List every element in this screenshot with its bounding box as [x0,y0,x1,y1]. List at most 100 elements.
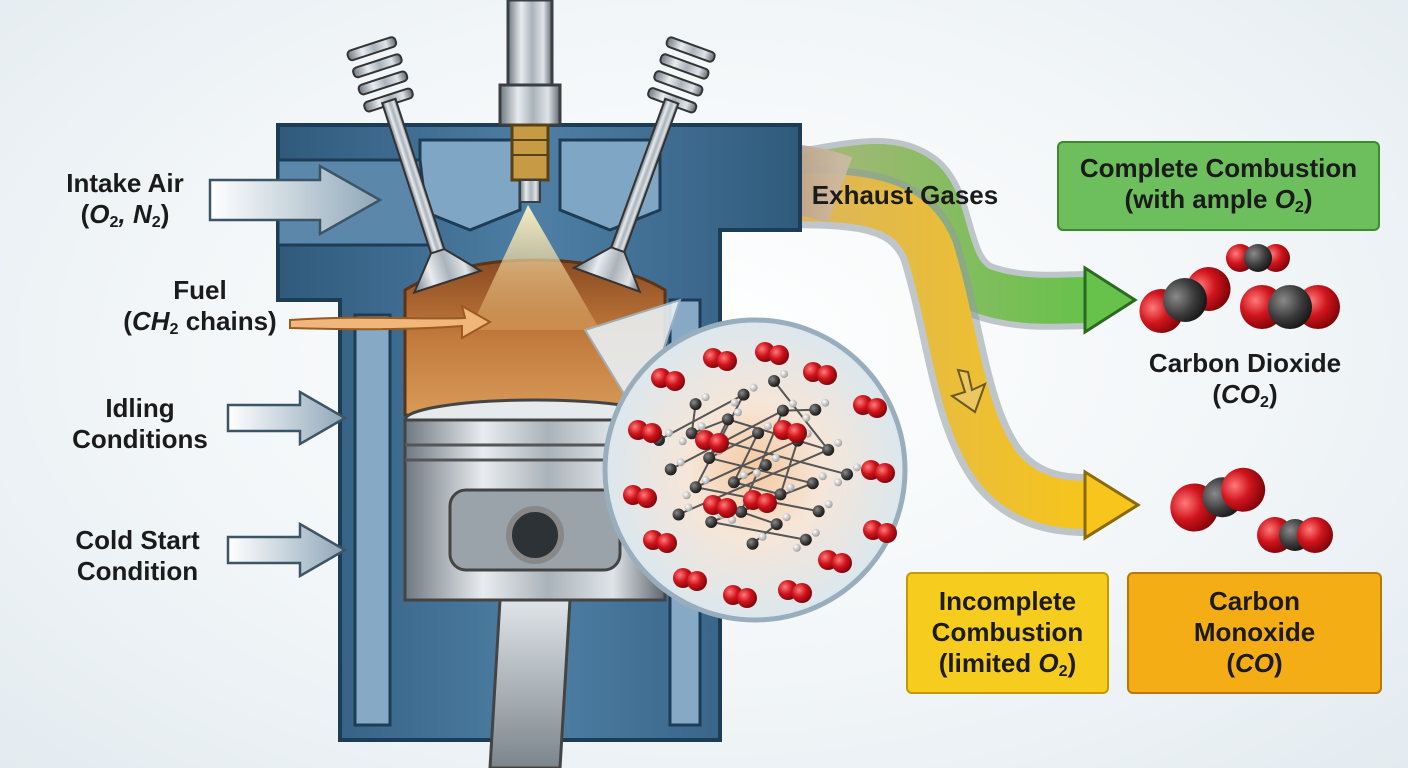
fuel-ch-sub: 2 [169,320,179,339]
hydrogen-atom [728,515,737,524]
carbon-atom [776,404,789,417]
fuel-injector-icon [498,0,562,203]
incomplete-o: O [1038,648,1059,679]
incomplete-combustion-box: Incomplete Combustion (limited O2) [906,572,1109,694]
hydrogen-atom [752,469,761,477]
carbon-atom [770,518,783,531]
hydrogen-atom [818,472,827,481]
intake-o-sub: 2 [109,213,119,232]
hydrogen-atom [678,437,687,446]
hydrogen-atom [811,528,820,537]
carbon-atom [759,459,772,471]
incomplete-line1: Incomplete [938,586,1077,616]
fuel-ch: CH [131,306,170,337]
co2-sub: 2 [1260,393,1269,412]
co-molecules [1170,467,1333,553]
intake-air-title: Intake Air [66,168,184,198]
hydrogen-atom [758,532,767,541]
idling-label: Idling Conditions [55,393,225,455]
hydrogen-atom [682,491,691,500]
co-line1: Carbon [1209,586,1300,616]
incomplete-line2: Combustion [931,617,1084,648]
yellow-arrow-head [1083,469,1141,541]
co2-formula: CO [1221,379,1261,410]
hydrogen-atom [853,463,862,472]
bond [773,380,830,451]
oxygen-atom [787,423,807,443]
co-formula: CO [1235,648,1274,679]
incomplete-close: ) [1067,648,1077,679]
carbon-atom [809,403,822,416]
intake-close: ) [160,199,170,230]
oxygen-atom [757,493,777,513]
cold-start-line1: Cold Start [75,525,200,555]
exhaust-label: Exhaust Gases [811,180,999,210]
fuel-rest: chains) [178,306,277,337]
intake-n-sub: 2 [151,213,161,232]
carbon-atom [768,374,781,387]
co2-close: ) [1268,379,1278,410]
hydrogen-atom [684,503,693,512]
hydrogen-atom [780,369,789,378]
co-open: ( [1226,648,1235,679]
oxygen-atom [832,553,852,573]
hydrogen-atom [697,422,706,431]
carbon-atom [727,476,740,489]
complete-o: O [1274,184,1295,215]
bond [740,510,777,526]
co2-title: Carbon Dioxide [1148,348,1342,378]
bond [711,520,807,541]
bond [733,464,767,484]
carbon-atom [774,488,787,501]
hydrogen-atom [664,429,673,438]
fuel-label: Fuel (CH2 chains) [105,275,295,340]
carbon-atom [799,533,812,546]
oxygen-atom [687,571,707,591]
complete-combustion-box: Complete Combustion (with ample O2) [1057,141,1380,231]
fuel-spray [470,205,600,330]
idling-line1: Idling [105,393,175,423]
hydrogen-atom [733,408,742,417]
oxygen-atom [657,533,677,553]
carbon-atom [705,515,718,528]
intake-n: N [132,199,152,230]
carbon-atom [752,427,765,440]
hydrogen-atom [792,543,801,552]
oxygen-atom [769,345,789,365]
carbon-atom [721,413,734,426]
carbon-atom [664,463,677,476]
green-arrow-head [1083,265,1138,335]
hydrogen-atom [786,483,795,492]
bond [732,432,759,483]
magnifier-bubble-icon [583,298,908,623]
oxygen-atom [877,523,897,543]
oxygen-atom [637,488,657,508]
complete-pre: (with ample [1124,184,1275,215]
hydrogen-atom [834,438,843,447]
hydrogen-atom [676,458,685,467]
carbon-atom [841,468,854,481]
hydrogen-atom [749,383,758,392]
oxygen-atom [717,351,737,371]
co-close: ) [1274,648,1283,679]
input-arrows [208,163,493,579]
carbon-atom [672,508,685,521]
carbon-atom [703,451,716,464]
hydrogen-atom [771,454,780,462]
oxygen-atom [717,498,737,518]
oxygen-atom [709,433,729,453]
carbon-atom [806,477,819,490]
intake-air-label: Intake Air (O2, N2) [40,168,210,233]
carbon-atom [689,481,702,494]
hydrogen-atom [730,398,739,407]
oxygen-atom [875,463,895,483]
hydrogen-atom [701,393,710,402]
carbon-atom [689,398,702,411]
carbon-atom [812,505,825,518]
cold-start-line2: Condition [76,556,199,587]
fuel-title: Fuel [173,275,227,305]
incomplete-pre: (limited [938,648,1039,679]
oxygen-atom [665,371,685,391]
hydrogen-atom [802,413,811,422]
